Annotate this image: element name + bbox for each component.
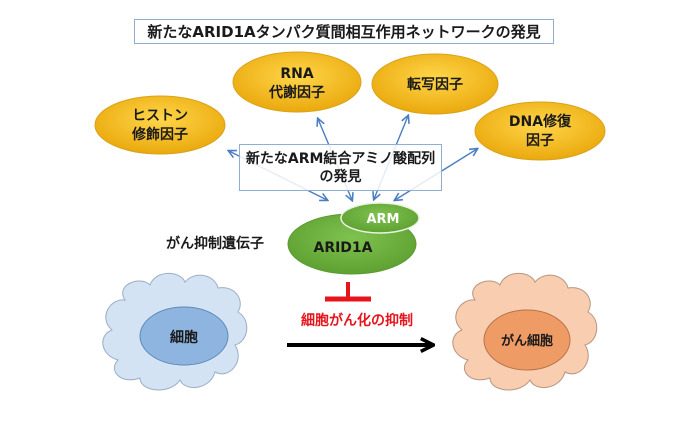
- normal-cell-label: 細胞: [170, 329, 198, 346]
- arid1a-protein: ARM ARID1A: [287, 202, 420, 275]
- tumor-suppressor-label: がん抑制遺伝子: [166, 235, 264, 252]
- cancer-cell: がん細胞: [452, 272, 598, 391]
- partner-histone-modifier: ヒストン 修飾因子: [94, 95, 226, 155]
- arm-ellipse: [340, 202, 420, 234]
- cancer-cell-label: がん細胞: [501, 333, 553, 349]
- partner-label: ヒストン: [132, 108, 188, 124]
- partner-ellipse: [94, 95, 226, 155]
- partner-label: 転写因子: [407, 76, 463, 93]
- partner-ellipse: [371, 53, 499, 115]
- partner-label: RNA: [280, 66, 313, 82]
- partner-transcription-factor: 転写因子: [371, 53, 499, 115]
- page-title: 新たなARID1Aタンパク質間相互作用ネットワークの発見: [147, 23, 541, 41]
- normal-cell-nucleus: [139, 306, 229, 366]
- title-box: 新たなARID1Aタンパク質間相互作用ネットワークの発見: [134, 19, 554, 44]
- arid1a-label: ARID1A: [313, 240, 372, 256]
- partner-label: DNA修復: [509, 113, 572, 130]
- arm-discovery-line2: の発見: [319, 168, 362, 185]
- arm-discovery-line1: 新たなARM結合アミノ酸配列: [245, 150, 436, 167]
- arm-discovery-box: 新たなARM結合アミノ酸配列 の発見: [239, 144, 442, 191]
- partner-dna-repair: DNA修復 因子: [474, 101, 606, 161]
- normal-cell: 細胞: [102, 272, 248, 391]
- partner-rna-metabolism: RNA 代謝因子: [232, 51, 362, 113]
- cancer-cell-nucleus: [483, 309, 571, 371]
- partner-ellipse: [474, 101, 606, 161]
- inhibition-symbol: [325, 282, 371, 302]
- arm-label: ARM: [366, 212, 399, 227]
- partner-label: 因子: [526, 133, 554, 149]
- partner-label: 修飾因子: [131, 126, 188, 143]
- partner-ellipse: [232, 51, 362, 113]
- partner-label: 代謝因子: [268, 84, 325, 101]
- inhibition-label: 細胞がん化の抑制: [301, 312, 413, 329]
